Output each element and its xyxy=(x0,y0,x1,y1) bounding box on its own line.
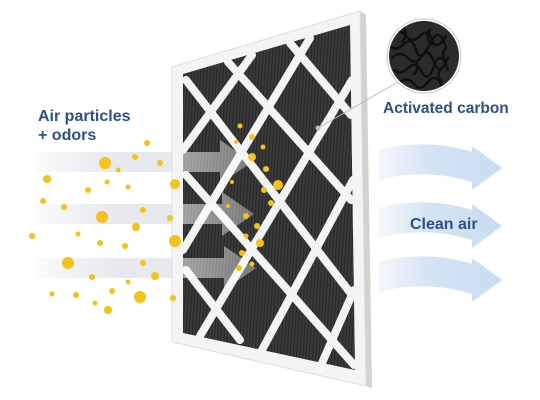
particle xyxy=(226,204,230,208)
particle xyxy=(144,140,150,146)
particle xyxy=(248,153,256,161)
through-arrow-3 xyxy=(183,246,256,290)
particle xyxy=(151,272,159,280)
particle xyxy=(237,123,243,129)
clean-air-arrow-2 xyxy=(378,202,502,248)
through-arrow-1 xyxy=(183,140,252,184)
particle xyxy=(89,274,95,280)
particle xyxy=(99,157,111,169)
particle xyxy=(85,187,91,193)
particle xyxy=(261,187,267,193)
particle xyxy=(260,144,266,150)
particle xyxy=(170,295,176,301)
particle xyxy=(43,175,51,183)
particle xyxy=(140,260,146,266)
callout-line xyxy=(317,81,399,129)
carbon-callout xyxy=(315,81,399,131)
dirty-air-arrow-1 xyxy=(36,140,252,184)
particle xyxy=(61,204,67,210)
filter-edge xyxy=(360,11,372,388)
clean-air-arrows xyxy=(378,144,502,302)
particle xyxy=(134,291,146,303)
particle xyxy=(125,279,131,285)
particle xyxy=(268,200,274,206)
dirty-air-arrow-2 xyxy=(36,192,254,236)
particle xyxy=(104,306,112,314)
particle xyxy=(263,166,269,172)
particle xyxy=(243,233,249,239)
input-label-line-1: Air particles xyxy=(38,108,131,125)
particle xyxy=(97,240,103,246)
clean-air-label: Clean air xyxy=(410,216,478,233)
particle xyxy=(249,261,255,267)
particle xyxy=(169,235,181,247)
input-label: Air particles + odors xyxy=(38,107,130,145)
particle xyxy=(239,250,245,256)
particle xyxy=(230,180,234,184)
dirty-air-arrow-3 xyxy=(36,246,256,290)
particle xyxy=(29,233,35,239)
clean-air-arrow-1 xyxy=(378,144,502,190)
particle xyxy=(75,231,81,237)
particle xyxy=(125,184,131,190)
particle xyxy=(140,207,146,213)
input-label-line-2: + odors xyxy=(38,127,97,144)
particle xyxy=(62,257,74,269)
callout-dot xyxy=(315,125,321,131)
through-arrow-2 xyxy=(183,192,254,236)
particle xyxy=(40,198,46,204)
particle xyxy=(49,291,55,297)
particle xyxy=(254,223,260,229)
particle xyxy=(243,213,249,219)
particle xyxy=(92,300,98,306)
particle xyxy=(170,179,180,189)
particle xyxy=(122,243,128,249)
particle xyxy=(234,140,238,144)
particle xyxy=(96,211,108,223)
particle xyxy=(256,239,264,247)
particle xyxy=(157,160,163,166)
particle xyxy=(115,167,121,173)
particle xyxy=(236,265,242,271)
particle xyxy=(273,180,283,190)
carbon-filter xyxy=(171,10,372,388)
carbon-label: Activated carbon xyxy=(383,100,509,117)
particle xyxy=(249,134,255,140)
particle xyxy=(132,154,138,160)
activated-carbon-closeup-icon xyxy=(386,18,462,94)
particle xyxy=(132,223,140,231)
particle xyxy=(109,288,115,294)
particle xyxy=(73,292,79,298)
dirty-air-arrows xyxy=(36,140,256,290)
particles xyxy=(29,123,283,314)
particle xyxy=(104,179,110,185)
particle xyxy=(167,215,173,221)
clean-air-arrow-3 xyxy=(378,256,502,302)
